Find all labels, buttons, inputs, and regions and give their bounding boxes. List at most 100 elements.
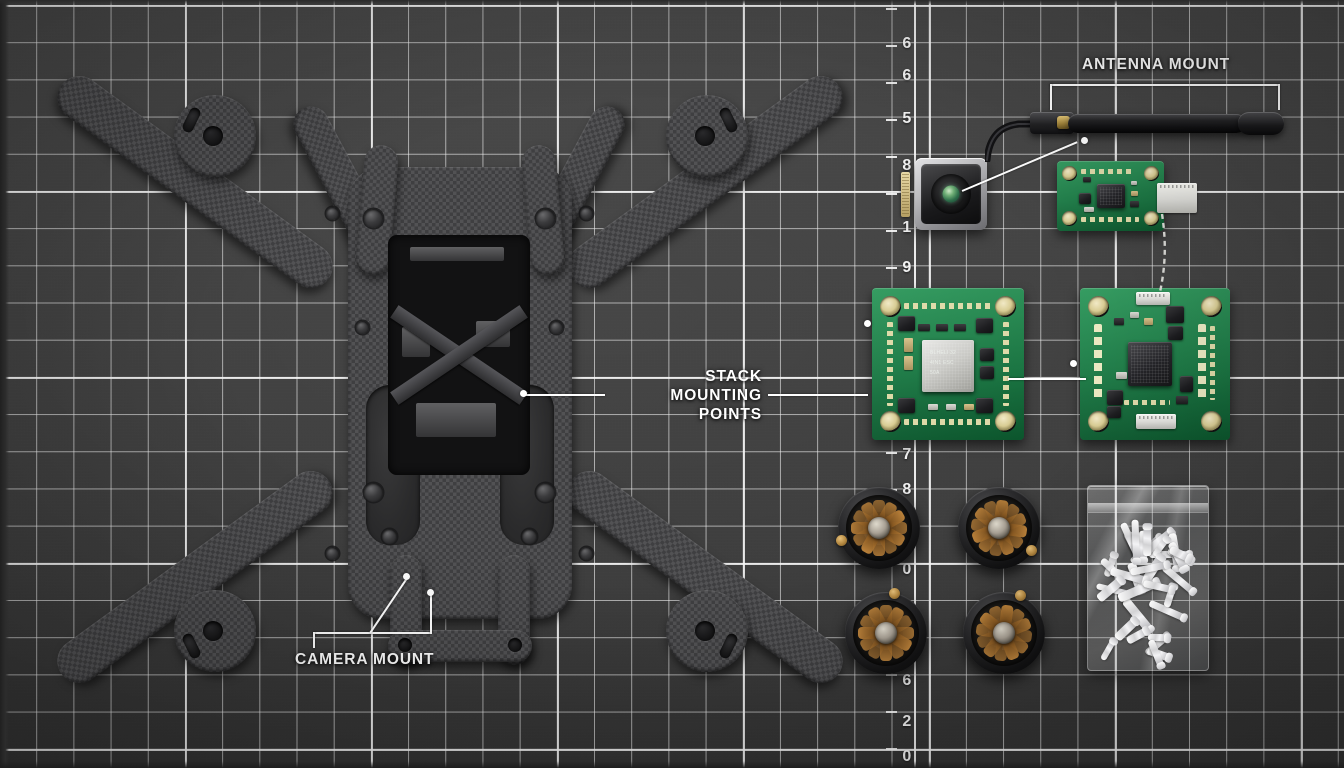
stack-leader-right <box>768 394 868 396</box>
esc-module-silk: BLHELI 32 <box>930 350 956 356</box>
vtx-white-connector <box>1157 183 1197 213</box>
motor-screw-tl <box>836 535 847 546</box>
fc-hole-bl <box>1088 411 1109 432</box>
antenna-shaft <box>1068 114 1246 133</box>
esc-res-2 <box>936 324 948 331</box>
label-antenna-mount: ANTENNA MOUNT <box>1082 56 1231 73</box>
vtx-hole-br <box>1144 211 1159 226</box>
ruler-tick <box>886 748 897 750</box>
stack-leader-dot-fc <box>1070 360 1077 367</box>
motor-top-right <box>958 487 1040 569</box>
esc-hole-tl <box>880 296 901 317</box>
fc-smd-2 <box>1130 312 1139 318</box>
stack-mount-bolt-rl <box>364 483 383 502</box>
ruler-number: 2 <box>902 713 912 730</box>
motor-hub-tr <box>988 517 1010 539</box>
fc-pad-col-right <box>1210 326 1215 400</box>
ruler-number: 8 <box>902 481 912 498</box>
esc-mosfet-br <box>976 398 993 413</box>
ruler-number: 9 <box>902 259 912 276</box>
vtx-smd-4 <box>1130 201 1139 207</box>
screw <box>1099 638 1117 662</box>
motor-hole-front-right <box>695 126 715 146</box>
mat-edge-left <box>0 0 9 768</box>
esc-mosfet-tl <box>898 316 915 331</box>
ruler-tick <box>886 82 897 84</box>
hardware-screw-bag <box>1087 485 1209 671</box>
vtx-chip-2 <box>1079 193 1091 204</box>
arm-bolt-fr <box>580 207 593 220</box>
fpv-camera-module <box>915 158 987 230</box>
ruler-number: 0 <box>902 748 912 765</box>
fc-smd-3 <box>1144 318 1153 325</box>
motor-hole-rear-right <box>695 621 715 641</box>
fc-connector-top <box>1136 292 1170 305</box>
motor-hole-rear-left <box>203 621 223 641</box>
antenna-coax-cable <box>983 118 1045 164</box>
motor-screw-br <box>1015 590 1026 601</box>
fc-pad-row-bottom <box>1124 400 1170 405</box>
esc-res-3 <box>954 324 966 331</box>
motor-screw-tr <box>1026 545 1037 556</box>
ruler-tick <box>886 674 897 676</box>
esc-hole-bl <box>880 411 901 432</box>
motor-pad-front-right <box>666 95 748 177</box>
motor-bottom-left <box>845 588 927 674</box>
esc-cap-1 <box>904 338 913 352</box>
esc-smd-c <box>964 404 974 410</box>
ruler-number: 0 <box>902 561 912 578</box>
camera-leader-v-left <box>313 632 315 648</box>
fc-smd-1 <box>1114 318 1124 325</box>
stack-leader-left <box>525 394 605 396</box>
bag-zip-seal <box>1088 503 1208 512</box>
fc-hole-br <box>1201 411 1222 432</box>
camera-mount-bridge <box>388 630 532 662</box>
antenna-leader-right <box>1278 84 1280 110</box>
ruler-tick <box>886 156 897 158</box>
esc-pad-row-top <box>904 303 992 309</box>
motor-pad-rear-left <box>174 590 256 672</box>
camera-leader-v-right <box>430 592 432 634</box>
esc-smd-a <box>928 404 938 410</box>
vtx-to-fc-cable <box>1158 213 1166 293</box>
fc-connector-bottom <box>1136 414 1176 429</box>
fc-hole-tl <box>1088 296 1109 317</box>
esc-smd-b <box>946 404 956 410</box>
body-bolt-lower-left <box>382 529 397 544</box>
fc-hole-tr <box>1201 296 1222 317</box>
ruler-number: 8 <box>902 157 912 174</box>
motor-hub-br <box>993 622 1015 644</box>
ruler-number: 5 <box>902 110 912 127</box>
ruler-tick <box>886 193 897 195</box>
esc-pad-col-left <box>887 322 893 406</box>
body-bolt-mid-right <box>550 321 563 334</box>
esc-cap-2 <box>904 356 913 370</box>
screw <box>1142 525 1151 557</box>
vtx-hole-bl <box>1062 211 1077 226</box>
arm-bolt-rl <box>326 547 339 560</box>
camera-mount-hole-left <box>398 638 412 652</box>
motor-hub-bl <box>875 622 897 644</box>
esc-chip-mid2 <box>980 366 994 379</box>
stack-leader-dot-esc <box>864 320 871 327</box>
camera-mount-hole-right <box>508 638 522 652</box>
camera-leader-dot2 <box>403 573 410 580</box>
esc-hole-tr <box>995 296 1016 317</box>
fc-chip-4 <box>1107 406 1121 418</box>
ruler-number: 6 <box>902 672 912 689</box>
camera-leader-h <box>313 632 431 634</box>
antenna-tip <box>1238 112 1284 135</box>
ruler-tick <box>886 45 897 47</box>
camera-module-leader-dot <box>1081 137 1088 144</box>
vtx-hole-tl <box>1062 166 1077 181</box>
vtx-hole-tr <box>1144 166 1159 181</box>
vtx-smd-3 <box>1131 191 1138 196</box>
antenna-leader-left <box>1050 84 1052 110</box>
motor-bottom-right <box>963 590 1045 674</box>
vtx-rf-chip <box>1097 184 1125 208</box>
esc-hole-br <box>995 411 1016 432</box>
motor-hole-front-left <box>203 126 223 146</box>
stack-leader-dot-frame <box>520 390 527 397</box>
esc-board: BLHELI 32 4IN1 ESC 50A <box>872 288 1024 440</box>
